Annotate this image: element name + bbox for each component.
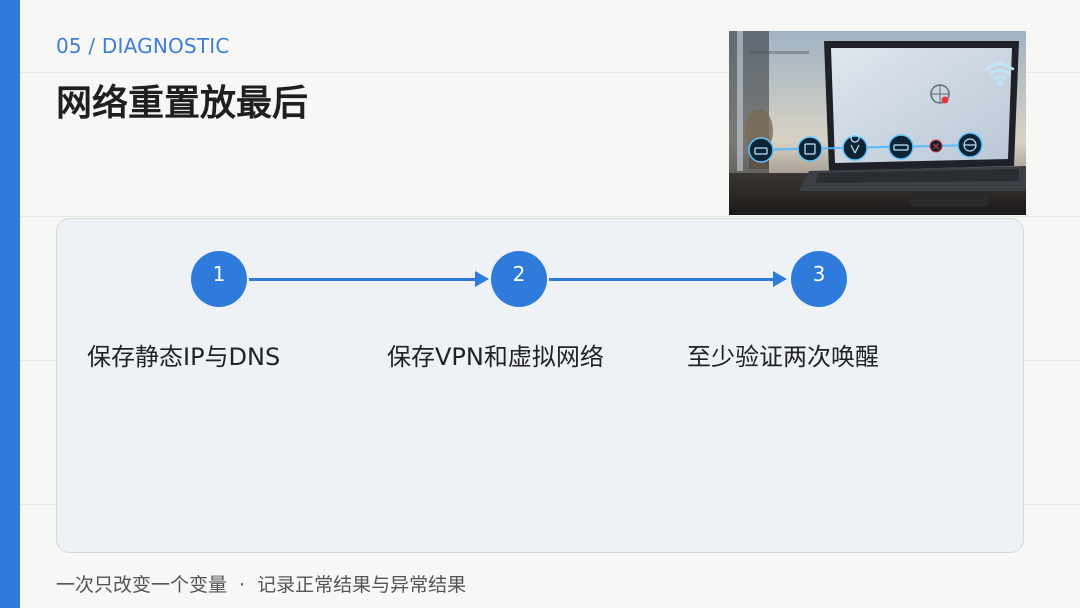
footer-left-text: 一次只改变一个变量	[56, 574, 228, 596]
step-connector-arrow	[249, 278, 477, 281]
svg-text:✕: ✕	[932, 142, 940, 153]
step-label: 保存VPN和虚拟网络	[387, 343, 604, 371]
arrow-right-icon	[773, 271, 787, 287]
arrow-right-icon	[475, 271, 489, 287]
divider-line	[20, 72, 1080, 73]
page-title: 网络重置放最后	[56, 83, 309, 124]
step-label: 至少验证两次唤醒	[687, 343, 879, 371]
footer-note: 一次只改变一个变量 · 记录正常结果与异常结果	[56, 570, 466, 597]
step-connector-arrow	[549, 278, 775, 281]
step-number-badge: 3	[791, 251, 847, 307]
footer-right-text: 记录正常结果与异常结果	[257, 574, 467, 596]
steps-panel: 1 2 3 保存静态IP与DNS 保存VPN和虚拟网络 至少验证两次唤醒	[56, 218, 1024, 553]
divider-line	[20, 216, 1080, 217]
section-kicker: 05 / DIAGNOSTIC	[56, 34, 230, 58]
step-number-badge: 1	[191, 251, 247, 307]
step-number-badge: 2	[491, 251, 547, 307]
accent-bar	[0, 0, 20, 608]
step-label: 保存静态IP与DNS	[87, 343, 281, 371]
footer-separator: ·	[239, 574, 246, 596]
laptop-network-photo: ✕	[729, 31, 1026, 215]
